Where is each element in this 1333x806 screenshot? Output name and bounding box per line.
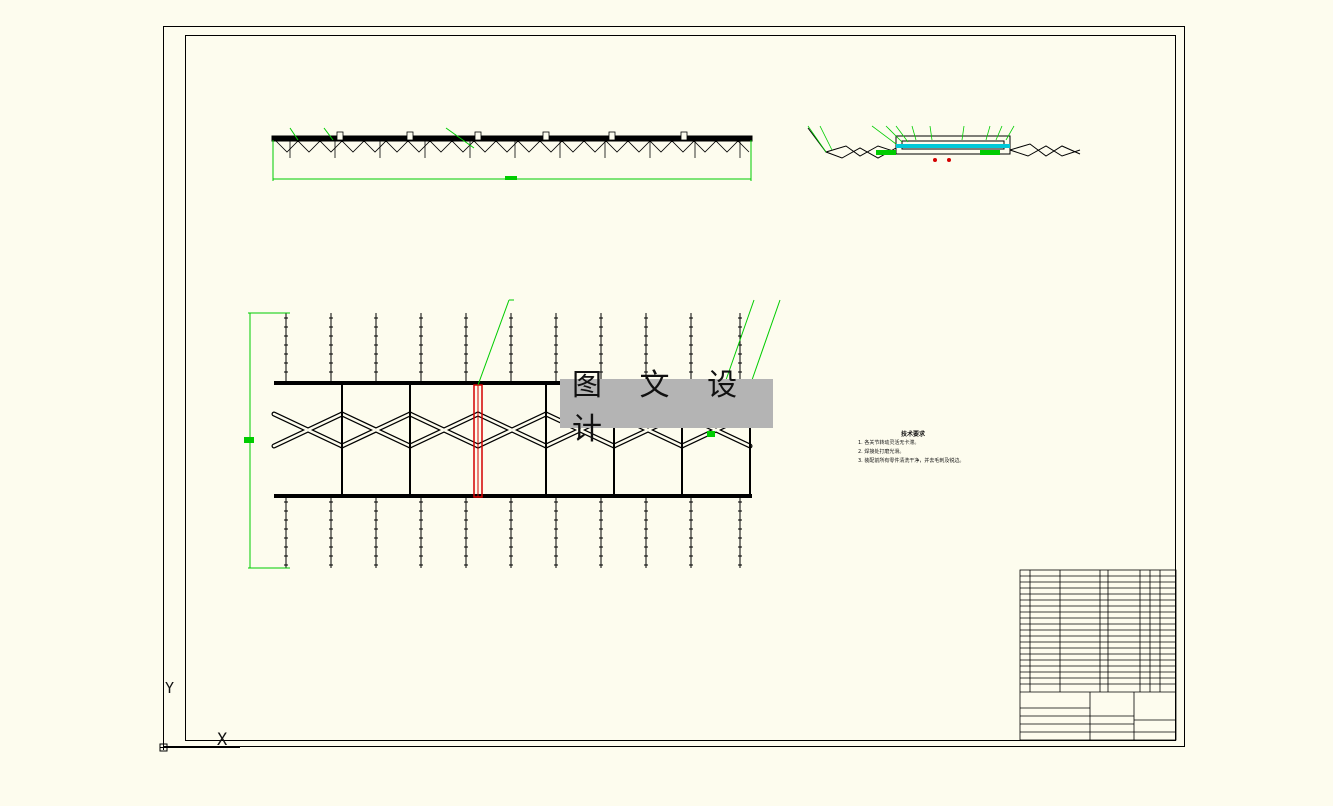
requirement-item: 1. 各关节转动灵活无卡滞。: [858, 440, 920, 446]
ucs-icon: [159, 700, 240, 752]
technical-requirements: 技术要求 1. 各关节转动灵活无卡滞。 2. 焊接处打磨光滑。 3. 装配前所有…: [858, 430, 1018, 466]
requirement-item: 3. 装配前所有零件清洗干净，并去毛刺及锐边。: [858, 458, 965, 464]
outer-frame: [163, 26, 1185, 747]
front-elevation-view: [271, 131, 753, 158]
requirement-item: 2. 焊接处打磨光滑。: [858, 449, 905, 455]
inner-frame: [185, 35, 1176, 741]
plan-view: [271, 313, 753, 568]
watermark: 图 文 设 计: [560, 368, 773, 447]
side-view-leaders: [807, 125, 1015, 153]
plan-view-dimension: [244, 299, 781, 569]
ucs-x-label: X: [217, 730, 228, 750]
front-elevation-dimension: [272, 127, 752, 181]
side-view: [807, 127, 1081, 159]
title-block: [1019, 569, 1177, 741]
side-view-highlights: [876, 144, 1010, 162]
technical-requirements-title: 技术要求: [900, 431, 925, 438]
ucs-y-label: Y: [165, 679, 175, 697]
